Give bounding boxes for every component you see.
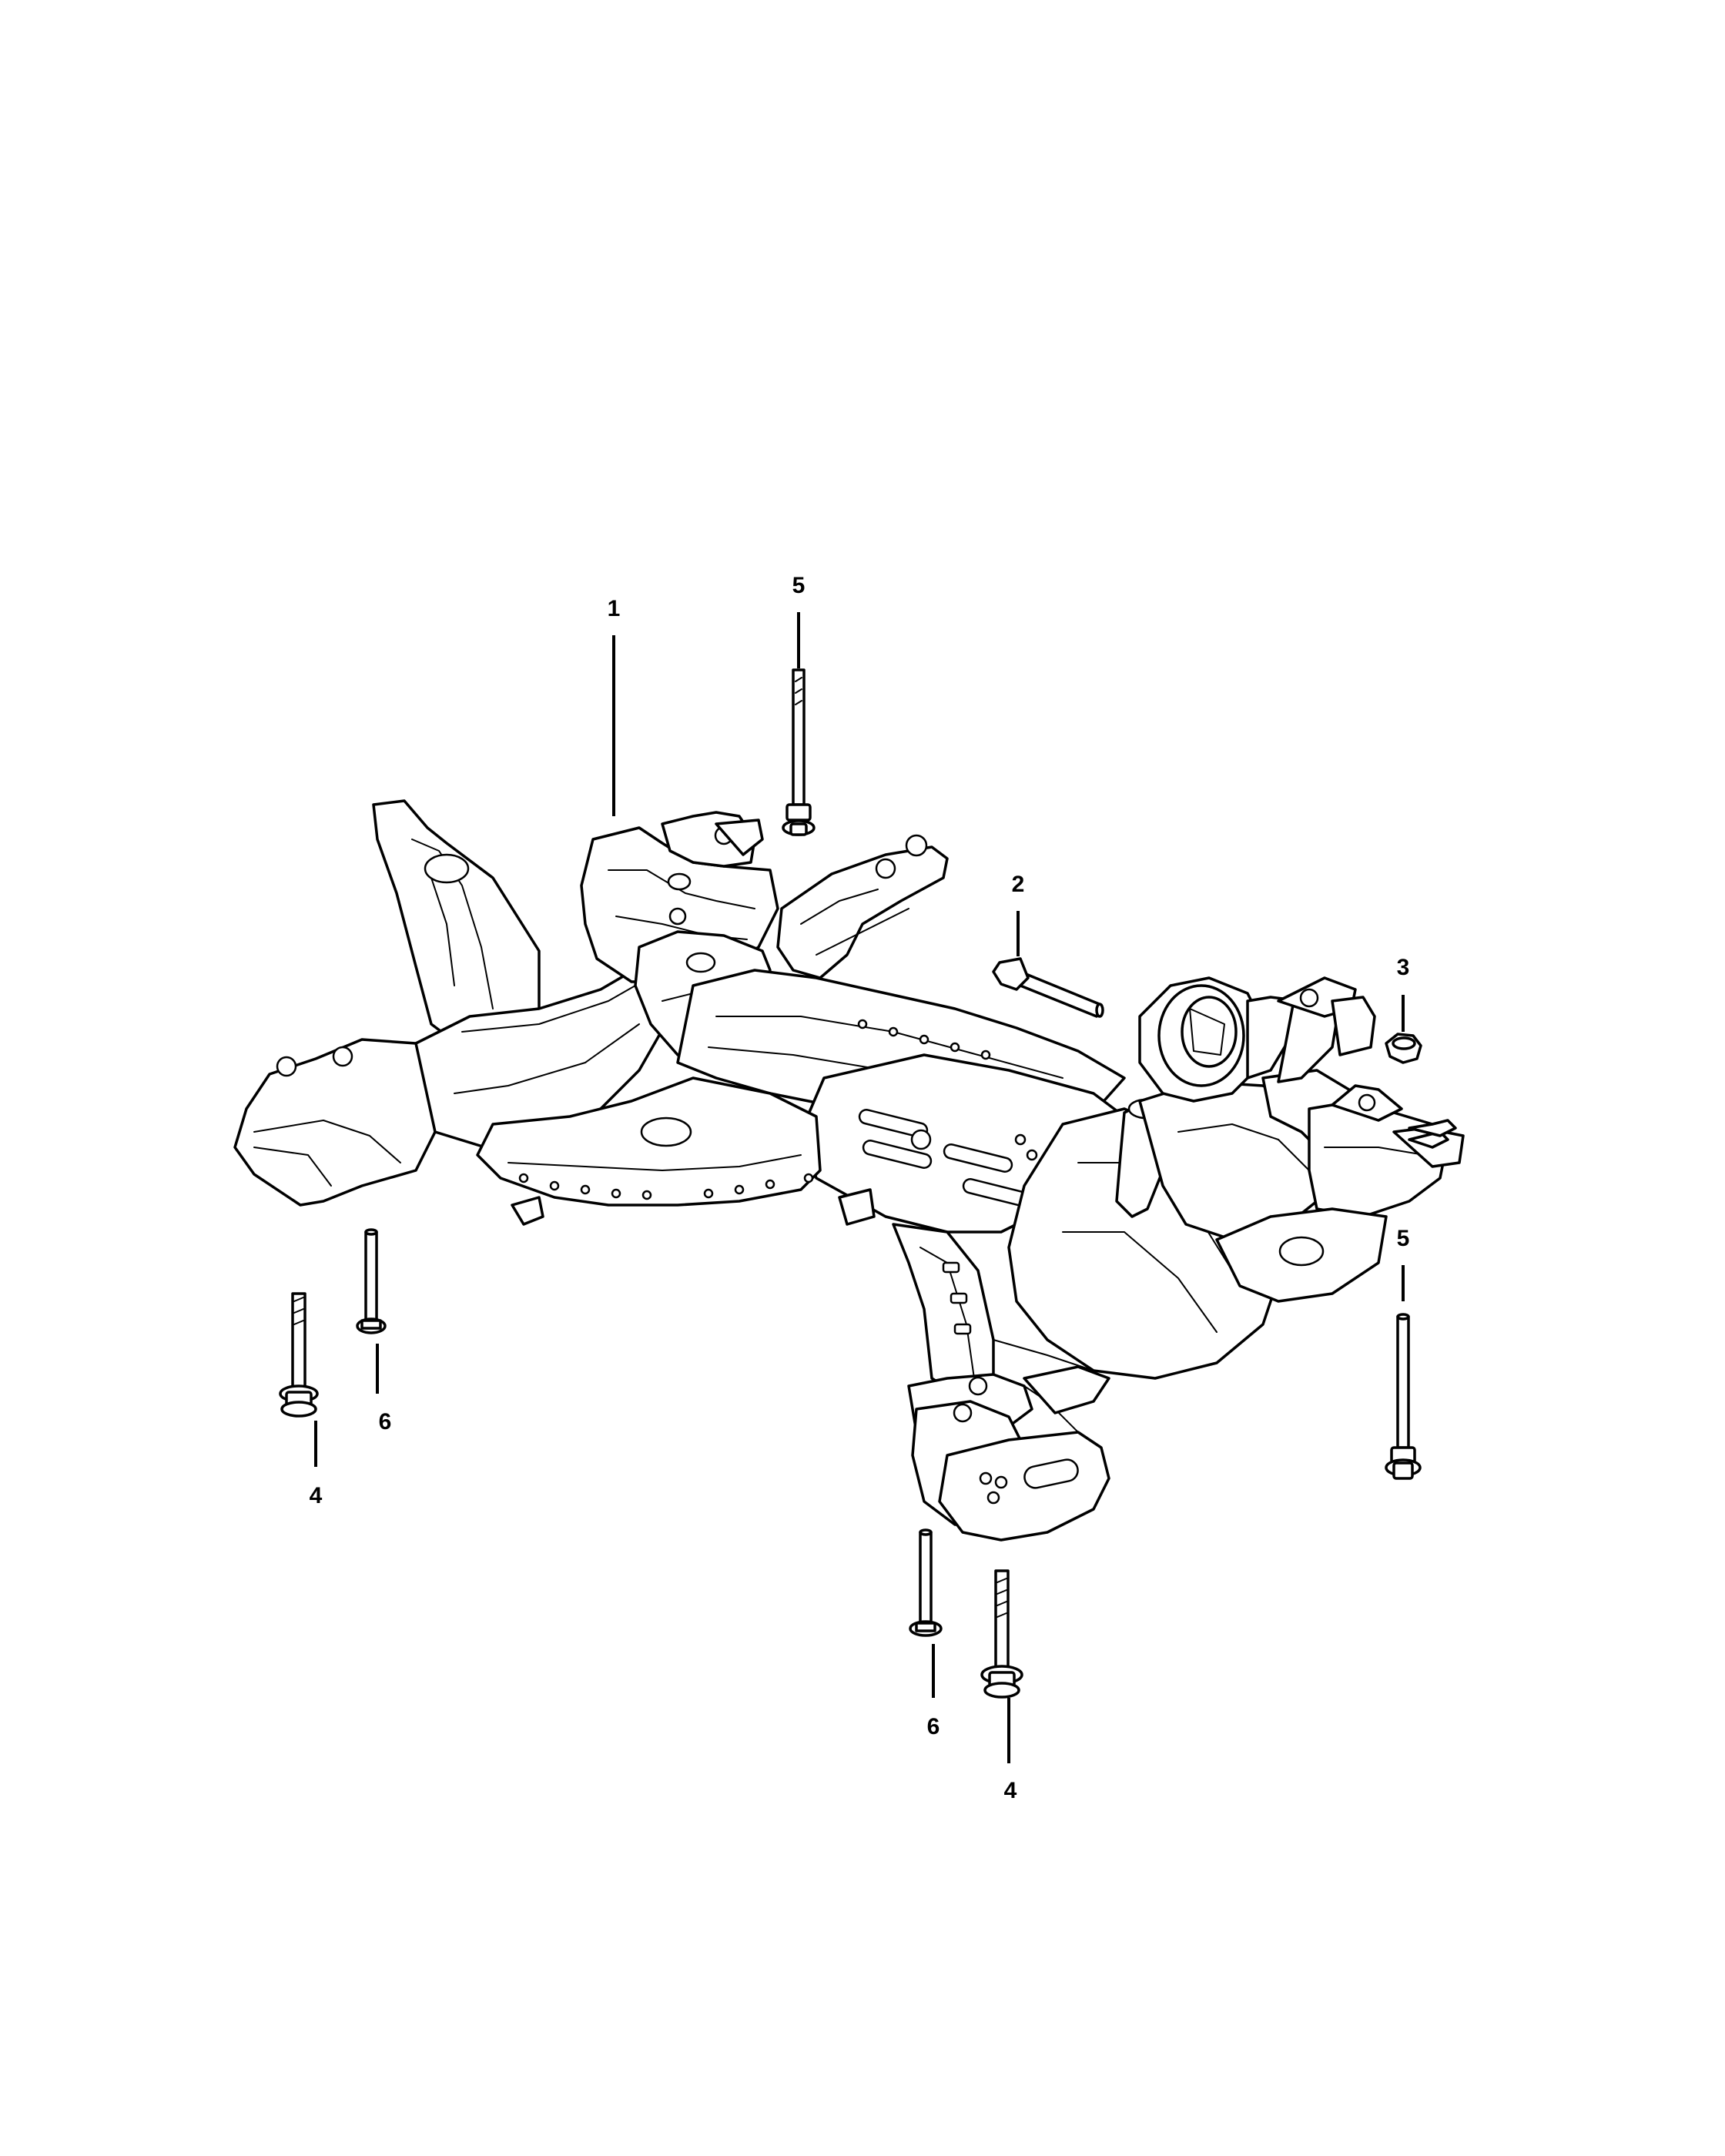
bolt-4-bottom bbox=[980, 1569, 1023, 1699]
stud-6-left bbox=[356, 1228, 387, 1334]
callout-4-left: 4 bbox=[310, 1483, 323, 1508]
engine-mount-bushing bbox=[1138, 976, 1341, 1103]
nut-3 bbox=[1385, 1033, 1422, 1064]
bolt-5-lower bbox=[1385, 1313, 1422, 1480]
flange-holes bbox=[518, 1019, 991, 1200]
bolt-2 bbox=[992, 957, 1104, 1018]
callout-6-left: 6 bbox=[379, 1409, 392, 1435]
callout-3: 3 bbox=[1397, 955, 1410, 980]
bolt-5-upper bbox=[782, 668, 816, 836]
stud-6-bottom bbox=[909, 1528, 943, 1637]
callout-5-top: 5 bbox=[792, 573, 806, 598]
callout-labels: 1 5 2 3 5 6 4 6 4 bbox=[310, 573, 1410, 1803]
callout-5-right: 5 bbox=[1397, 1226, 1410, 1251]
callout-4-bottom: 4 bbox=[1004, 1778, 1017, 1803]
leader-lines bbox=[314, 612, 1405, 1763]
callout-2: 2 bbox=[1012, 872, 1025, 897]
callout-1: 1 bbox=[608, 596, 621, 621]
callout-6-bottom: 6 bbox=[927, 1714, 940, 1739]
crossmember-frame bbox=[233, 799, 1465, 1542]
bolt-4-left bbox=[279, 1292, 319, 1418]
